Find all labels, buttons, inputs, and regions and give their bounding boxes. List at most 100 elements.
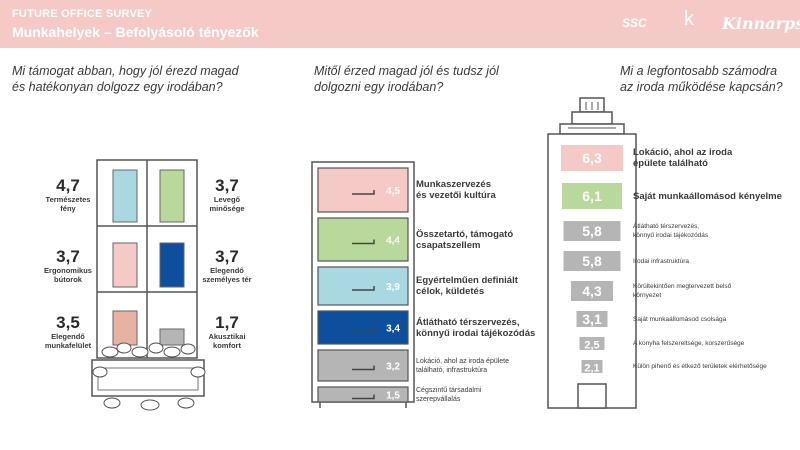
- drawer-bar-3: [317, 310, 409, 345]
- leaf: [103, 397, 121, 409]
- building-bar-7: [581, 360, 603, 373]
- drawer-label-3-line-1: könnyű irodai tájékozódás: [416, 327, 536, 339]
- pane-acoustic: [159, 328, 185, 346]
- building-label-1: Saját munkaállomásod kényelme: [633, 191, 782, 202]
- value-ergonomic: 3,7: [56, 247, 80, 266]
- value-air-quality: 3,7: [215, 176, 239, 195]
- k-logo: k: [684, 8, 694, 30]
- building-bar-3: [563, 251, 621, 271]
- drawer-bars: 4,54,43,93,43,21,5: [317, 167, 409, 403]
- value-acoustic: 1,7: [215, 313, 239, 332]
- question-2-line-2: dolgozni egy irodában?: [314, 80, 444, 94]
- drawer-handle-3: [352, 327, 375, 333]
- building-label-2: Átlátható térszervezés,könnyű irodai táj…: [633, 222, 708, 240]
- building-value-7: 2,1: [584, 363, 599, 375]
- drawer-value-3: 3,4: [386, 324, 400, 335]
- question-1-line-2: és hatékonyan dolgozz egy irodában?: [12, 80, 223, 94]
- drawer-value-1: 4,4: [386, 236, 400, 247]
- drawer-label-0-line-1: és vezetői kultúra: [416, 190, 496, 201]
- drawer-label-5-line-1: szerepvállalás: [416, 395, 461, 403]
- building-label-6: A konyha felszereltsége, korszerűsége: [633, 339, 744, 348]
- drawer-label-5-line-0: Cégszintű társadalmi: [416, 386, 482, 394]
- building-bar-6: [579, 337, 605, 350]
- label-air-quality: Levegő minősége: [192, 195, 262, 213]
- building-label-7-line-0: Külön pihenő és étkező területek elérhet…: [633, 363, 767, 370]
- survey-name: FUTURE OFFICE SURVEY: [12, 8, 153, 20]
- leaf: [190, 366, 206, 378]
- question-1-line-1: Mi támogat abban, hogy jól érezd magad: [12, 64, 239, 78]
- label-ergonomic: Ergonomikus bútorok: [33, 266, 103, 284]
- building-door: [577, 383, 607, 409]
- drawer-value-2: 3,9: [386, 282, 400, 293]
- drawer-bar-5: [317, 386, 409, 403]
- question-3: Mi a legfontosabb számodra az iroda műkö…: [620, 63, 783, 95]
- value-natural-light: 4,7: [56, 176, 80, 195]
- label-air-quality-2: minősége: [209, 204, 245, 213]
- drawer-label-2-line-1: célok, küldetés: [416, 286, 485, 297]
- pane-natural-light: [112, 169, 138, 223]
- label-acoustic-1: Akusztikai: [208, 332, 246, 341]
- building-bars: 6,36,15,85,84,33,12,52,1: [561, 145, 623, 375]
- building-value-1: 6,1: [582, 188, 602, 204]
- label-natural-light: Természetes fény: [33, 195, 103, 213]
- building-value-5: 3,1: [582, 311, 602, 327]
- label-natural-light-1: Természetes: [45, 195, 91, 204]
- building-label-4-line-0: Körültekintően megtervezett belső: [633, 283, 732, 290]
- building-label-1-line-0: Saját munkaállomásod kényelme: [633, 190, 782, 202]
- kinnarps-logo: Kinnarps: [722, 14, 800, 33]
- building-bar-1: [562, 183, 622, 209]
- label-personal-space-1: Elegendő: [210, 266, 244, 275]
- building-value-4: 4,3: [582, 283, 602, 299]
- building-label-2-line-0: Átlátható térszervezés,: [633, 223, 700, 230]
- leaf: [116, 342, 132, 354]
- drawer-handle-5: [352, 394, 375, 400]
- page-title: Munkahelyek – Befolyásoló tényezők: [12, 24, 259, 40]
- flower-box-panel: [97, 367, 199, 391]
- building-label-0-line-0: Lokáció, ahol az iroda: [633, 147, 733, 158]
- pane-ergonomic: [112, 242, 138, 288]
- drawer-label-4-line-1: található, infrastruktúra: [416, 366, 488, 374]
- building-roof-middle: [571, 111, 613, 125]
- label-work-surface-1: Elegendő: [51, 332, 85, 341]
- building-label-6-line-0: A konyha felszereltsége, korszerűsége: [633, 340, 745, 347]
- building-label-3: Irodai infrastruktúra: [633, 257, 689, 266]
- leaf: [163, 346, 181, 358]
- drawer-label-3: Átlátható térszervezés,könnyű irodai táj…: [416, 317, 535, 339]
- drawer-label-0-line-0: Munkaszervezés: [416, 179, 491, 190]
- leaf: [180, 343, 196, 355]
- value-work-surface: 3,5: [56, 313, 80, 332]
- flower-box: [91, 342, 206, 411]
- building-bar-5: [576, 311, 608, 327]
- label-ergonomic-2: bútorok: [54, 275, 82, 284]
- label-acoustic-2: komfort: [213, 341, 241, 350]
- label-personal-space-2: személyes tér: [202, 275, 252, 284]
- building-label-4: Körültekintően megtervezett belső környez…: [633, 282, 731, 300]
- building-label-5: Saját munkaállomásod csolsága: [633, 315, 726, 324]
- leaf: [92, 366, 108, 378]
- drawer-bar-4: [317, 349, 409, 382]
- drawer-handle-2: [352, 286, 375, 291]
- label-acoustic: Akusztikai komfort: [192, 332, 262, 350]
- value-personal-space: 3,7: [215, 247, 239, 266]
- drawer-label-3-line-0: Átlátható térszervezés,: [416, 316, 520, 328]
- drawer-handle-4: [352, 365, 375, 371]
- drawer-label-1-line-0: Összetartó, támogató: [416, 228, 514, 240]
- building-label-4-line-1: környezet: [633, 292, 662, 299]
- pane-air-quality: [159, 169, 185, 223]
- leaf: [148, 342, 164, 354]
- drawer-bar-1: [317, 217, 409, 262]
- question-2-line-1: Mitől érzed magad jól és tudsz jól: [314, 64, 499, 78]
- label-personal-space: Elegendő személyes tér: [192, 266, 262, 284]
- leaf: [177, 397, 195, 409]
- label-natural-light-2: fény: [60, 204, 76, 213]
- label-work-surface-2: munkafelület: [44, 341, 92, 350]
- building-roof-base: [559, 123, 625, 135]
- building-value-2: 5,8: [582, 223, 602, 239]
